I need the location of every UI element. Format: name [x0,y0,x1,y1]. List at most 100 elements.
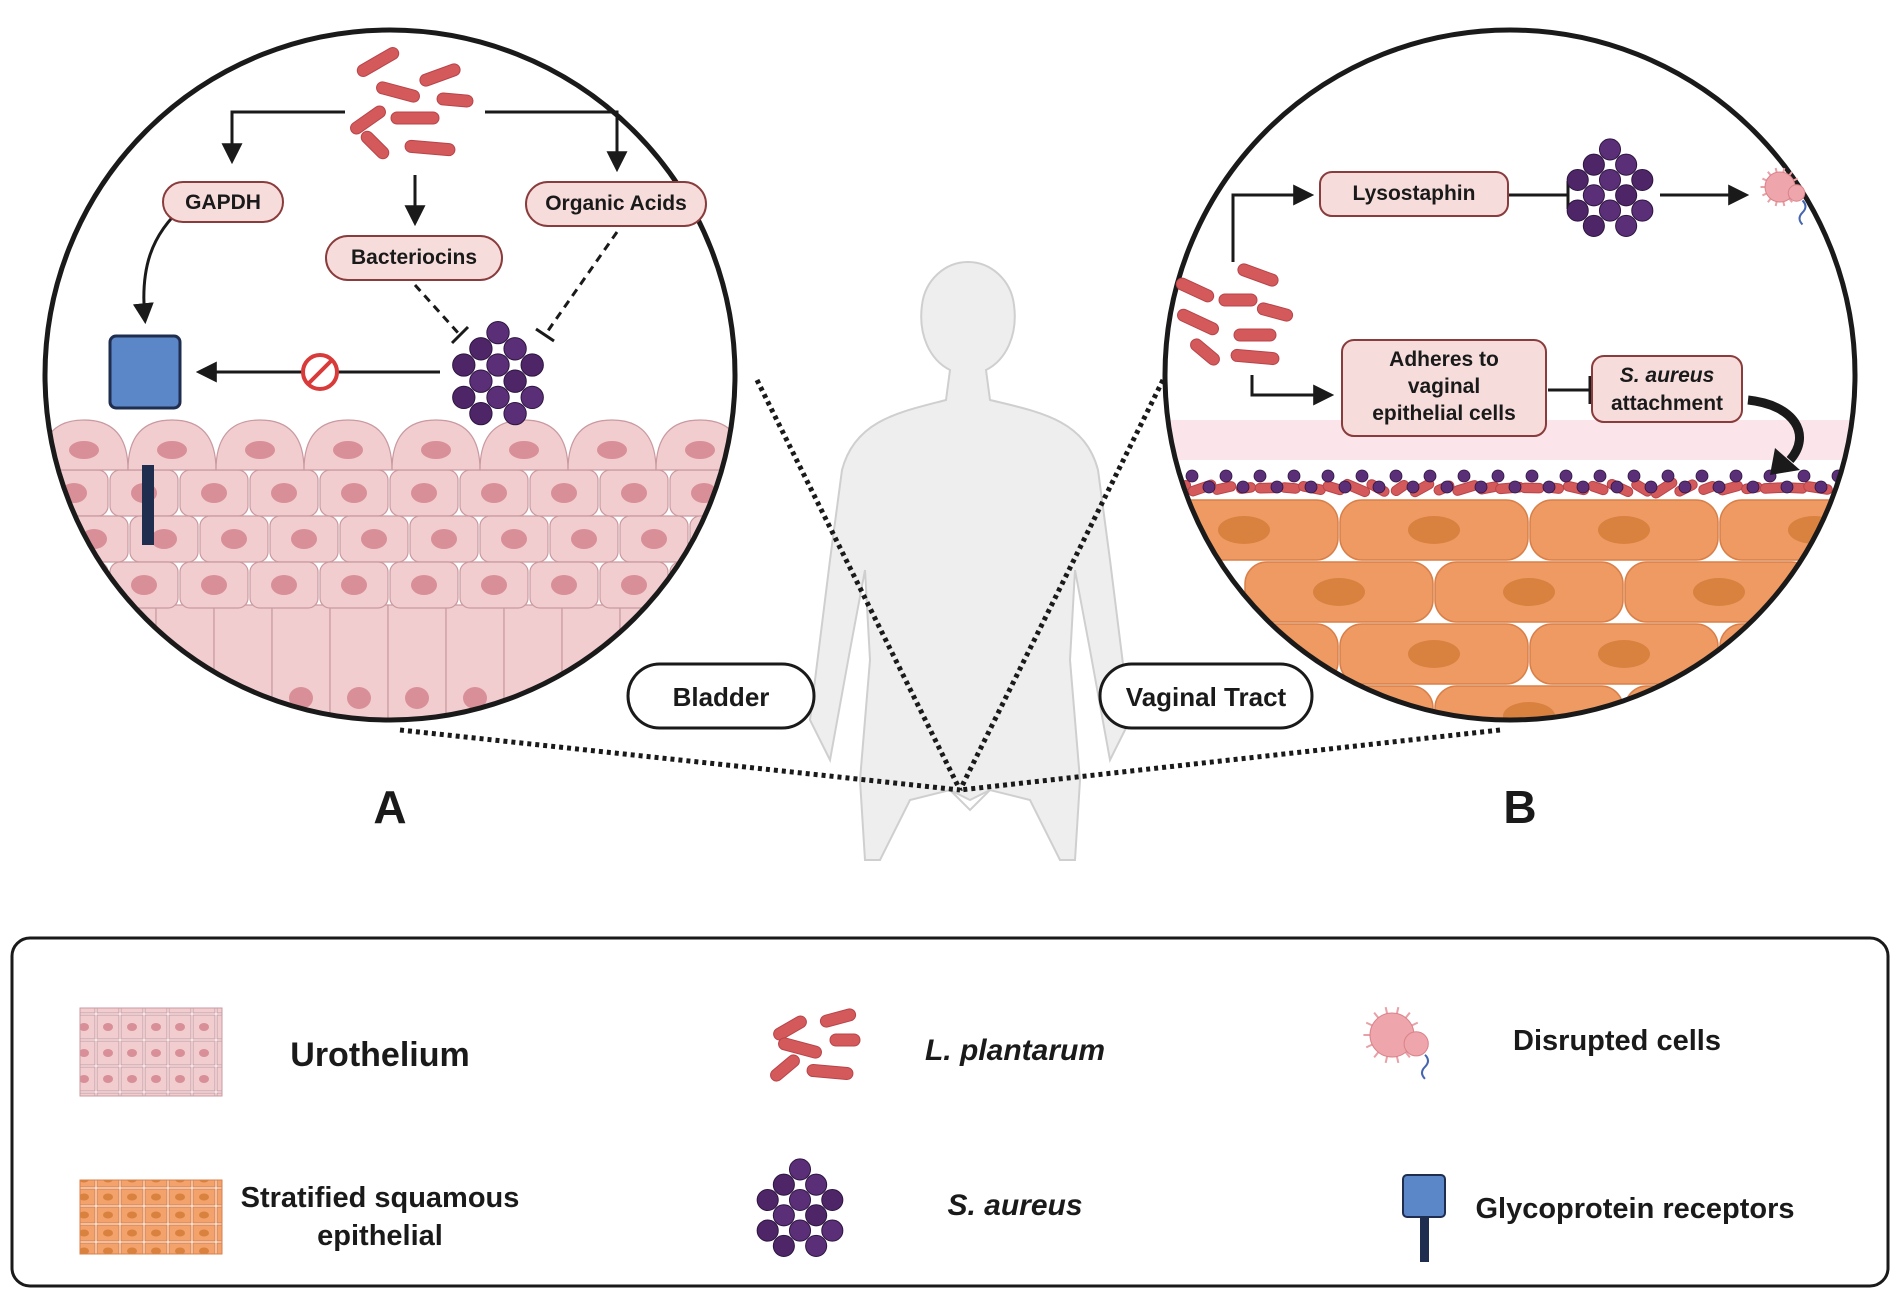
svg-text:Lysostaphin: Lysostaphin [1353,182,1476,205]
nucleus [1503,702,1555,720]
svg-text:S. aureus: S. aureus [1620,364,1715,387]
nucleus [421,441,451,459]
nucleus [711,529,735,549]
nucleus [271,575,297,595]
coccus-cell [469,401,493,426]
nucleus [1313,578,1365,606]
rod-cell [778,1037,822,1059]
nucleus [481,483,507,503]
inhibit-bar-organic-acids [535,327,555,343]
nucleus [201,483,227,503]
dna-strand [1798,199,1807,226]
coccus-cell [1566,199,1589,222]
rod-cell [1218,293,1258,307]
rod-cell [360,130,390,160]
rod-cell [1175,277,1215,303]
squamous-cell [1624,685,1814,720]
nucleus [245,441,275,459]
svg-text:Bacteriocins: Bacteriocins [351,246,477,269]
svg-text:Bladder: Bladder [673,682,770,712]
nucleus [773,441,803,459]
cell-bleb [1403,1031,1429,1057]
coccus-cell [1321,469,1335,483]
coccus-cell [1615,184,1638,207]
coccus-cell [1185,469,1199,483]
nucleus [291,529,317,549]
attachment-label: S. aureus attachment [1591,355,1743,423]
nucleus [115,687,139,709]
panel-b-arrows [1231,181,1750,406]
glycoprotein-receptor-a [108,334,182,545]
coccus-cell [788,1188,812,1212]
coccus-cell [1598,199,1622,222]
nucleus [131,575,157,595]
coccus-cell [788,1158,812,1181]
nucleus [501,529,527,549]
rod-cell [1230,348,1280,366]
coccus-cell [1746,480,1760,494]
rod-cell [1190,338,1220,366]
glycoprotein-swatch [1402,1174,1446,1262]
rod-cell [773,1015,807,1041]
coccus-cell [1406,480,1420,494]
curved-arrow-to-surface [1747,395,1804,463]
nucleus [621,483,647,503]
rod-cell [404,139,456,157]
coccus-cell [1542,480,1556,494]
coccus-cell [1423,469,1437,483]
rod-cell [390,111,440,125]
coccus-cell [805,1204,828,1227]
nucleus [551,575,577,595]
inhibit-organic-acids [543,231,619,336]
coccus-cell [1338,480,1352,494]
coccus-cell [469,337,493,361]
nucleus [1598,516,1650,544]
rod-cell [1233,328,1277,342]
coccus-cell [1644,480,1658,494]
nucleus [411,575,437,595]
coccus-cell [1598,138,1622,161]
s-aureus-swatch [756,1158,844,1257]
coccus-cell [756,1188,779,1212]
coccus-cell [503,369,527,393]
legend-disrupted: Disrupted cells [1513,1025,1721,1057]
l-plantarum-swatch [770,1008,861,1082]
coccus-cell [1355,469,1369,483]
coccus-cell [1582,153,1605,176]
nucleus [1598,640,1650,668]
legend-glycoprotein: Glycoprotein receptors [1475,1193,1794,1225]
coccus-cell [503,401,527,426]
nucleus [761,483,787,503]
legend-urothelium: Urothelium [290,1036,469,1074]
coccus-cell [1631,199,1654,222]
coccus-cell [520,353,544,377]
svg-text:Vaginal Tract: Vaginal Tract [1126,682,1287,712]
adheres-label: Adheres to vaginal epithelial cells [1341,339,1547,437]
coccus-cell [1270,480,1284,494]
squamous-cell [1814,561,1855,623]
l-plantarum-cluster-a [350,47,474,160]
arrow-to-gapdh [221,110,345,165]
nucleus [341,483,367,503]
coccus-cell [1508,480,1522,494]
l-plantarum-cluster-b [1175,263,1294,366]
rod-cell [819,1008,857,1028]
coccus-cell [821,1188,844,1212]
nucleus [61,575,87,595]
nucleus [571,529,597,549]
tall-cell [45,604,99,720]
nucleus [347,687,371,709]
nucleus [551,483,577,503]
coccus-cell [1615,153,1638,176]
nucleus [1218,516,1270,544]
coccus-cell [772,1234,795,1257]
coccus-cell [772,1204,795,1227]
nucleus [271,483,297,503]
coccus-cell [520,385,544,410]
coccus-cell [1598,168,1622,192]
rod-cell [1650,477,1678,499]
nucleus [691,575,717,595]
coccus-cell [1525,469,1539,483]
disrupted-cell-icon-b [1760,167,1807,226]
nucleus [57,687,81,709]
